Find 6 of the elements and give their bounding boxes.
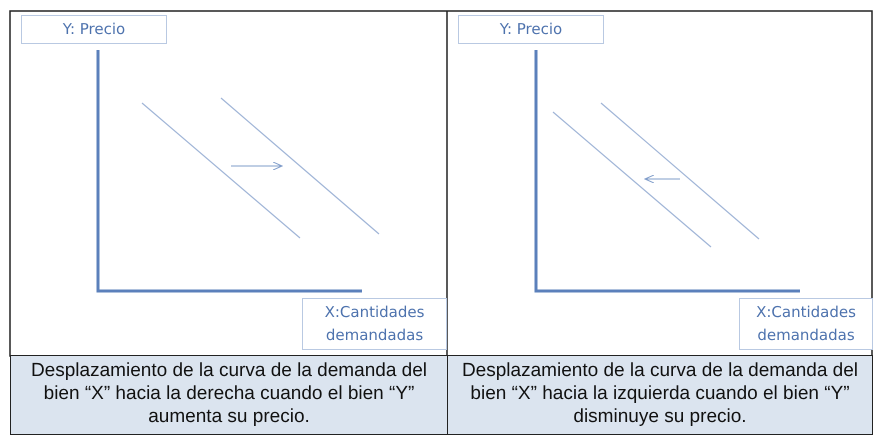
axis-label: X:Cantidades demandadas [302,298,447,350]
axis-label: Y: Precio [21,15,167,44]
axis-label: Y: Precio [458,15,604,44]
axis-label: X:Cantidades demandadas [739,298,873,350]
caption-cell: Desplazamiento de la curva de la demanda del bien “X” hacia la izquierda cuando el bien “Y” disminuye su precio. [447,355,873,435]
caption-cell: Desplazamiento de la curva de la demanda del bien “X” hacia la derecha cuando el bien “Y” aumenta su precio. [10,355,448,435]
